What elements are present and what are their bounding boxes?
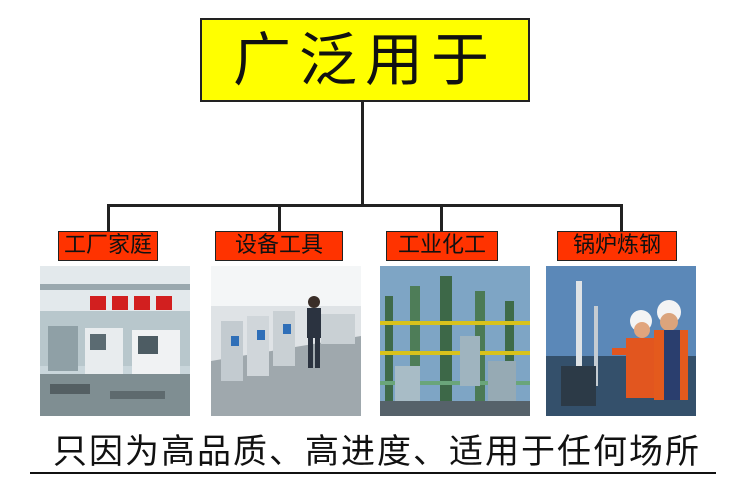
drop-line-4 [620,204,623,232]
trunk-line [361,102,364,206]
drop-line-3 [440,204,443,232]
category-label-factory: 工厂家庭 [58,231,158,261]
diagram-title: 广泛用于 [232,26,497,94]
category-label-equipment: 设备工具 [215,231,343,261]
steel-workers-photo [546,266,696,416]
footer-slogan: 只因为高品质、高进度、适用于任何场所 [53,431,701,472]
branch-line [107,204,623,207]
footer-underline [30,472,716,474]
chemical-plant-photo [380,266,530,416]
category-label-steel: 锅炉炼钢 [557,231,677,261]
category-label-chemical: 工业化工 [386,231,498,261]
machine-operator-photo [211,266,361,416]
factory-photo [40,266,190,416]
drop-line-1 [107,204,110,232]
title-box: 广泛用于 [200,18,530,102]
drop-line-2 [278,204,281,232]
